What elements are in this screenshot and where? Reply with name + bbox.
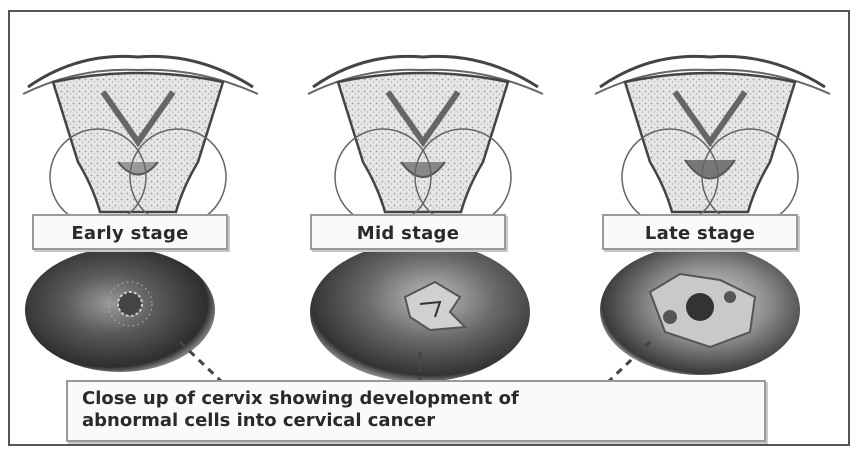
cervix-closeup-mid-icon: [310, 242, 530, 382]
uterus-early-icon: [23, 56, 258, 225]
caption-box: Close up of cervix showing development o…: [66, 380, 766, 442]
caption-line-1: Close up of cervix showing development o…: [82, 388, 750, 410]
uterus-late-icon: [595, 56, 830, 225]
uterus-mid-icon: [308, 56, 543, 225]
caption-line-2: abnormal cells into cervical cancer: [82, 410, 750, 432]
stage-label-mid: Mid stage: [310, 214, 506, 250]
cervix-closeup-late-icon: [600, 245, 800, 375]
stage-label-late: Late stage: [602, 214, 798, 250]
cervix-closeup-early-icon: [25, 248, 215, 372]
stage-label-early: Early stage: [32, 214, 228, 250]
diagram-frame: Early stage Mid stage Late stage Close u…: [8, 10, 850, 446]
